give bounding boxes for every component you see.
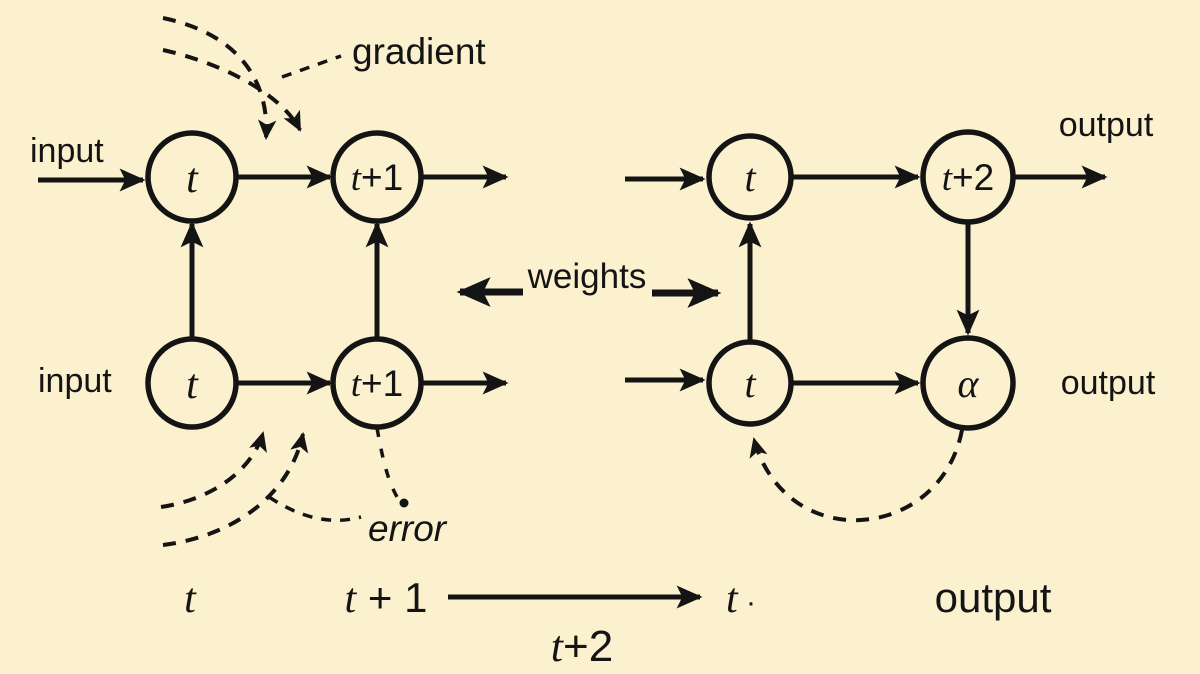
node-left-bottom-t1-label: t+1 — [351, 363, 403, 405]
node-right-top-t-label: t — [744, 155, 756, 200]
node-right-top-t — [706, 133, 794, 221]
input-label-top: input — [30, 132, 104, 170]
error-dashed-arrow-1 — [160, 431, 267, 509]
error-dashed-arrow-2 — [162, 432, 309, 547]
output-label-middle: output — [1061, 364, 1156, 402]
timeline-t-label: t — [184, 576, 197, 622]
error-link-dot — [399, 498, 409, 508]
node-right-top-t2 — [920, 129, 1016, 225]
node-right-bottom-t — [706, 339, 794, 427]
gradient-label: gradient — [352, 31, 486, 72]
weights-label: weights — [527, 257, 647, 296]
node-left-top-t1 — [330, 130, 424, 224]
gradient-dashed-arrow-2 — [162, 48, 302, 132]
error-node-link-line — [375, 427, 402, 503]
node-right-bottom-alpha-label: α — [958, 361, 980, 406]
output-label-top: output — [1059, 106, 1154, 144]
node-left-top-t1-label: t+1 — [351, 157, 403, 199]
node-right-top-t2-label: t+2 — [942, 157, 994, 199]
error-label: error — [368, 508, 448, 549]
node-left-top-t-label: t — [186, 156, 199, 202]
gradient-dashed-arrow-1 — [162, 16, 277, 140]
timeline-t2-label: t+2 — [551, 622, 613, 671]
node-right-bottom-alpha — [920, 335, 1016, 431]
timeline-t1-label: t + 1 — [345, 574, 428, 622]
node-left-bottom-t — [145, 336, 239, 430]
node-left-bottom-t1 — [330, 336, 424, 430]
input-label-bottom: input — [38, 362, 112, 400]
node-left-bottom-t-label: t — [186, 362, 199, 408]
node-left-top-t — [145, 130, 239, 224]
timeline-t-end-label: t · — [726, 576, 756, 622]
feedback-dashed-arrow-alpha-to-t — [749, 429, 964, 523]
timeline-output-label: output — [935, 574, 1052, 621]
node-right-bottom-t-label: t — [744, 361, 756, 406]
